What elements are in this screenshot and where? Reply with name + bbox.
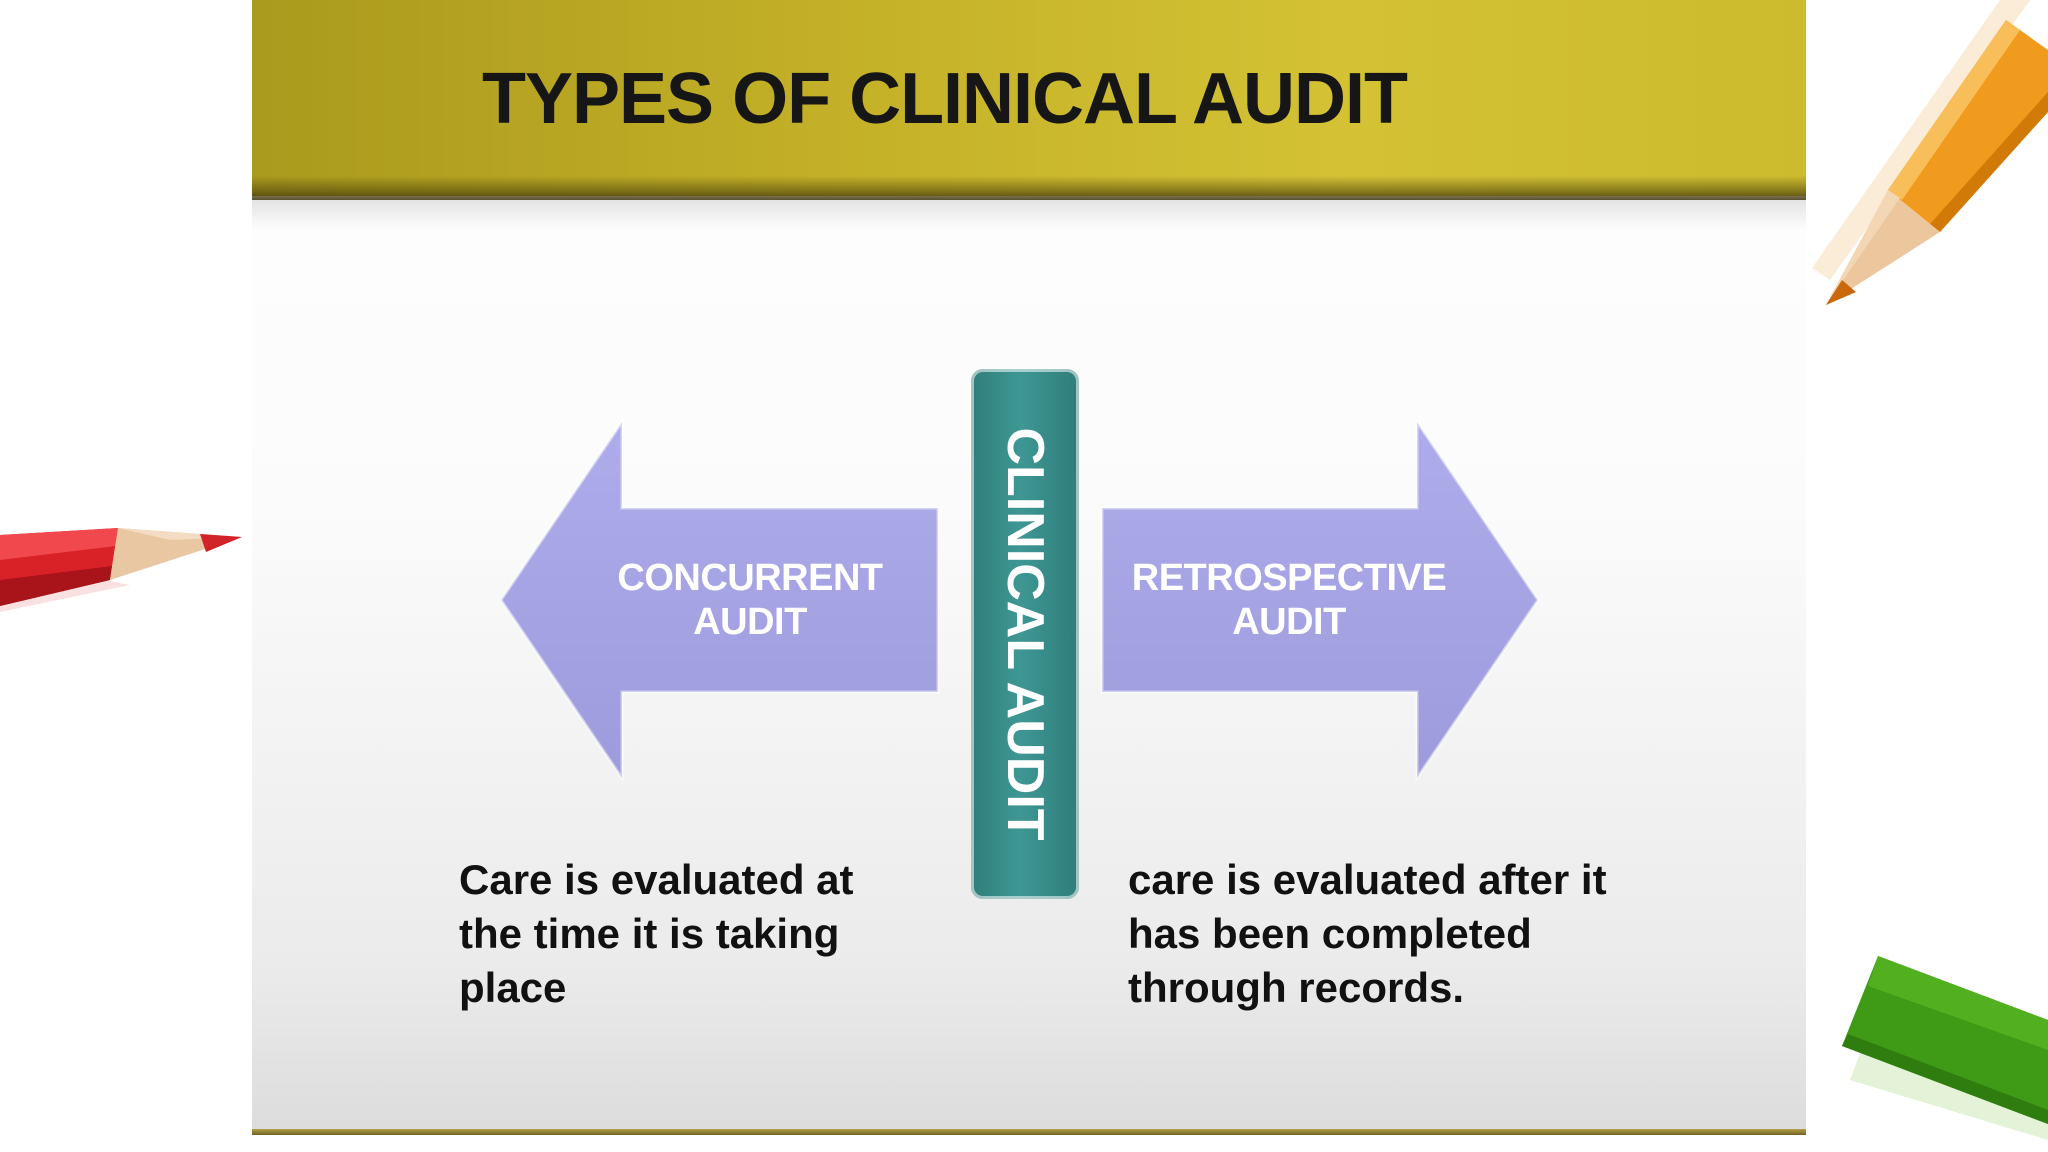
- concurrent-audit-line-1: CONCURRENT: [617, 557, 883, 599]
- left-arrow-shape: [499, 417, 940, 783]
- green-shape: [1842, 956, 2048, 1140]
- slide-title: TYPES OF CLINICAL AUDIT: [482, 59, 1408, 139]
- slide: TYPES OF CLINICAL AUDIT CONCURRENT AUDIT…: [252, 0, 1806, 1135]
- header-fade: [252, 200, 1806, 230]
- retrospective-description-line-3: through records.: [1128, 964, 1465, 1011]
- retrospective-audit-line-1: RETROSPECTIVE: [1131, 557, 1447, 599]
- concurrent-audit-description: Care is evaluated at the time it is taki…: [459, 853, 854, 1015]
- concurrent-description-line-2: the time it is taking: [459, 910, 840, 957]
- concurrent-audit-line-2: AUDIT: [693, 601, 807, 643]
- right-arrow-shape: [1100, 417, 1540, 783]
- orange-pencil-icon: [1812, 0, 2048, 305]
- red-pencil-icon: [0, 528, 242, 612]
- retrospective-audit-line-2: AUDIT: [1232, 601, 1346, 643]
- slide-bottom-border: [252, 1129, 1806, 1135]
- retrospective-audit-description: care is evaluated after it has been comp…: [1128, 853, 1607, 1015]
- clinical-audit-box: [971, 369, 1079, 899]
- retrospective-description-line-1: care is evaluated after it: [1128, 856, 1607, 903]
- concurrent-description-line-3: place: [459, 964, 567, 1011]
- retrospective-description-line-2: has been completed: [1128, 910, 1532, 957]
- clinical-audit-label: CLINICAL AUDIT: [996, 427, 1054, 841]
- header-shadow: [252, 176, 1806, 200]
- retrospective-audit-label: RETROSPECTIVE AUDIT: [1119, 556, 1459, 644]
- concurrent-audit-label: CONCURRENT AUDIT: [580, 556, 920, 644]
- arrows-diagram: [499, 417, 1540, 783]
- concurrent-description-line-1: Care is evaluated at: [459, 856, 854, 903]
- header-band: TYPES OF CLINICAL AUDIT: [252, 0, 1806, 196]
